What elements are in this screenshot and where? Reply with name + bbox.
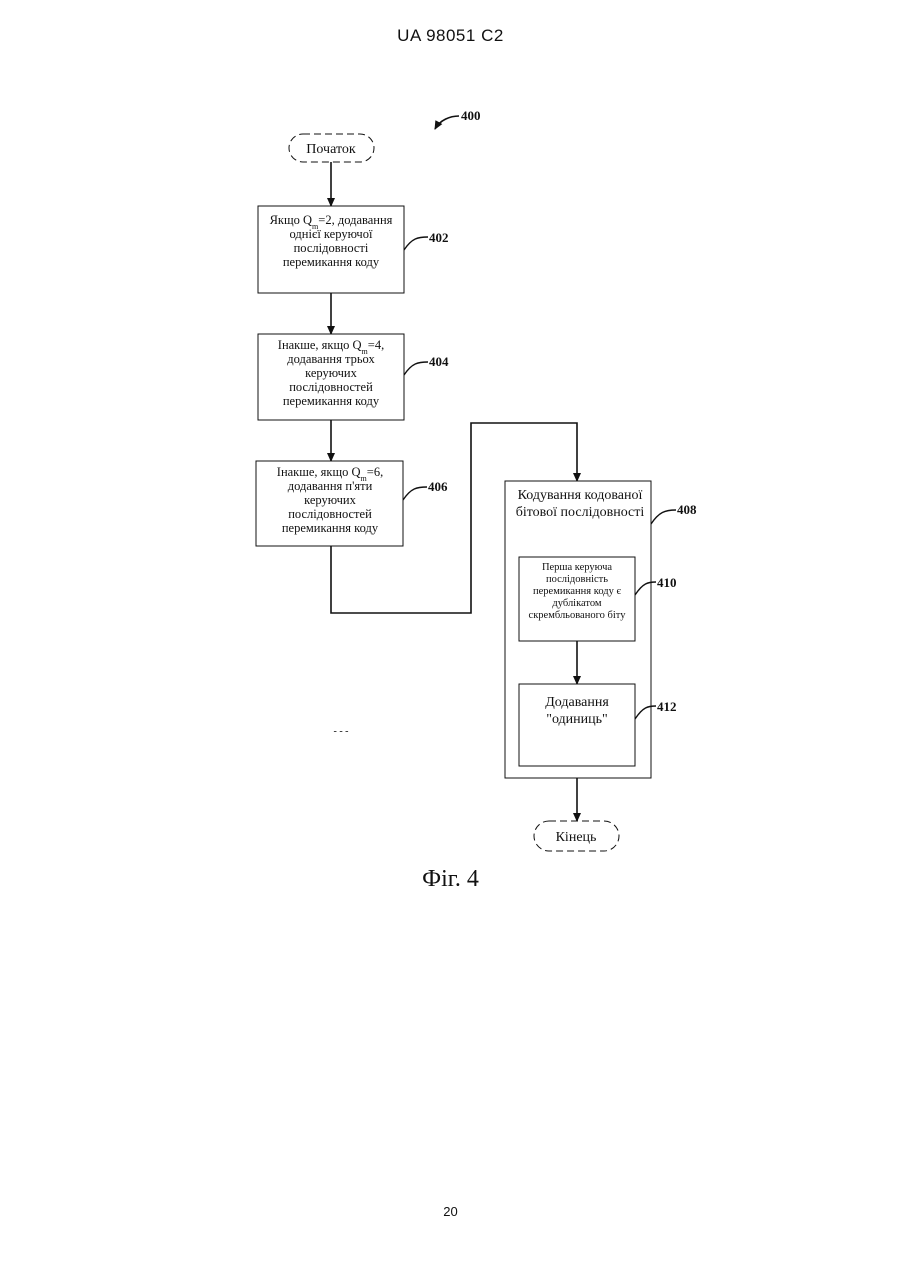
step-412-line-2: "одиниць" <box>546 712 608 727</box>
figure-caption: Фіг. 4 <box>0 866 901 893</box>
ref-410-label: 410 <box>657 575 677 590</box>
ref-412-label: 412 <box>657 699 677 714</box>
step-404-line-2: додавання трьох <box>287 352 375 366</box>
step-412-line-1: Додавання <box>545 695 609 710</box>
step-404-line-4: послідовностей <box>289 380 373 394</box>
step-402-line-2: однієї керуючої <box>290 227 373 241</box>
step-404-line-5: перемикання коду <box>283 394 380 408</box>
step-404-line-3: керуючих <box>305 366 357 380</box>
step-410-line-3: перемикання коду є <box>533 586 621 597</box>
step-410-line-2: послідовність <box>546 574 608 585</box>
page-number: 20 <box>0 1204 901 1219</box>
step-410-line-1: Перша керуюча <box>542 562 612 573</box>
step-402-line-3: послідовності <box>294 241 369 255</box>
step-410-line-4: дублікатом <box>552 598 602 609</box>
stray-marks: - - - <box>334 726 349 737</box>
step-406-line-4: послідовностей <box>288 507 372 521</box>
ref-406-label: 406 <box>428 479 448 494</box>
ref-406-leader <box>403 487 427 500</box>
step-406-line-5: перемикання коду <box>282 521 379 535</box>
ref-400-label: 400 <box>461 108 481 123</box>
step-402-line-4: перемикання коду <box>283 255 380 269</box>
ref-402-leader <box>404 237 428 250</box>
step-406-line-3: керуючих <box>304 493 356 507</box>
ref-408-label: 408 <box>677 502 697 517</box>
end-label: Кінець <box>556 830 597 845</box>
ref-408-leader <box>651 510 676 524</box>
ref-402-label: 402 <box>429 230 449 245</box>
step-408-line-2: бітової послідовності <box>516 505 645 520</box>
ref-404-leader <box>404 362 428 375</box>
step-408-line-1: Кодування кодованої <box>518 488 643 503</box>
step-406-line-2: додавання п'яти <box>288 479 373 493</box>
start-label: Початок <box>306 142 356 157</box>
step-410-line-5: скрембльованого біту <box>529 610 627 621</box>
ref-400-leader <box>435 116 459 129</box>
ref-404-label: 404 <box>429 354 449 369</box>
